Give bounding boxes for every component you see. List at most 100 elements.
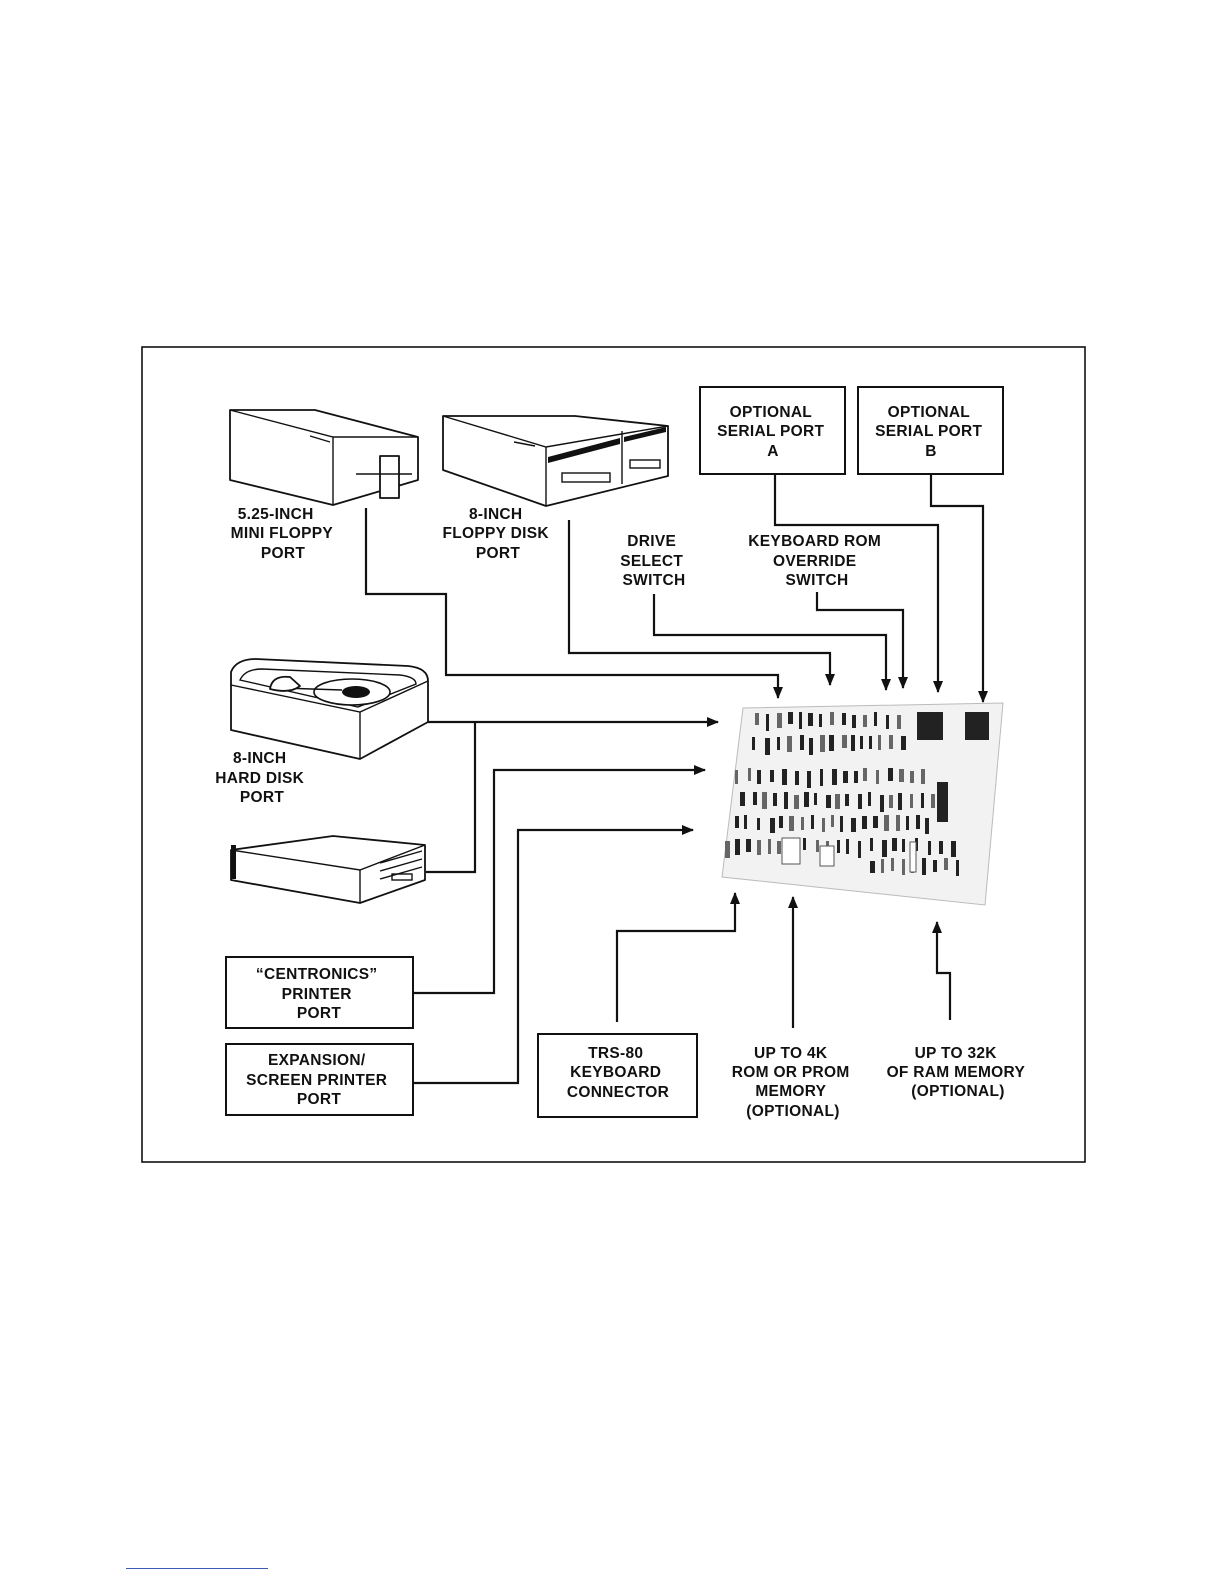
- board-chip: [800, 735, 804, 750]
- board-chip: [842, 735, 847, 748]
- board-chip: [779, 816, 783, 828]
- board-chip: [766, 714, 769, 731]
- board-chip: [740, 792, 745, 806]
- board-chip: [888, 768, 893, 781]
- board-chip: [831, 815, 834, 827]
- board-chip: [777, 737, 780, 750]
- drive-select-label: DRIVE SELECT SWITCH: [620, 533, 688, 589]
- board-chip: [882, 840, 887, 857]
- board-chip: [922, 858, 926, 875]
- board-chip: [757, 818, 760, 830]
- serial-port-a-box: [699, 386, 846, 475]
- board-chip: [757, 770, 761, 784]
- board-chip: [928, 841, 931, 855]
- board-chip: [892, 838, 897, 851]
- board-chip: [842, 713, 846, 725]
- serial-port-b-label: OPTIONAL SERIAL PORT B: [875, 404, 987, 460]
- board-chip: [832, 769, 837, 785]
- board-chip: [782, 769, 787, 785]
- board-chip: [851, 818, 856, 832]
- board-chip: [735, 816, 739, 828]
- board-socket: [781, 837, 801, 865]
- board-chip: [735, 839, 740, 855]
- board-chip: [814, 793, 817, 805]
- board-chip: [799, 712, 802, 729]
- board-chip: [889, 735, 893, 749]
- board-chip: [770, 818, 775, 833]
- eight-inch-floppy-drive-icon: [442, 415, 669, 507]
- board-chip: [916, 815, 920, 829]
- board-chip: [837, 840, 840, 853]
- hard-disk-label: 8-INCH HARD DISK PORT: [215, 750, 308, 806]
- board-chip: [843, 771, 848, 783]
- board-chip: [852, 715, 856, 728]
- board-chip: [840, 816, 843, 832]
- board-chip: [862, 816, 867, 829]
- board-chip: [735, 770, 738, 784]
- hard-disk-enclosure-icon: [230, 835, 426, 904]
- board-chip: [803, 838, 806, 850]
- board-chip: [851, 735, 855, 751]
- diagram-frame: [141, 346, 1086, 1163]
- footer-underline: [126, 1568, 268, 1569]
- board-chip: [876, 770, 879, 784]
- keyboard-rom-label: KEYBOARD ROM OVERRIDE SWITCH: [748, 533, 885, 589]
- rom-memory-label: UP TO 4K ROM OR PROM MEMORY (OPTIONAL): [732, 1045, 854, 1120]
- keyboard-connector-box: [537, 1033, 698, 1118]
- board-chip: [863, 715, 867, 727]
- board-chip: [868, 792, 871, 806]
- board-chip: [826, 795, 831, 808]
- board-chip: [845, 794, 849, 806]
- board-chip: [874, 712, 877, 726]
- board-chip: [835, 794, 840, 809]
- board-chip: [822, 818, 825, 832]
- board-chip: [881, 859, 884, 873]
- board-chip: [931, 794, 935, 808]
- board-chip: [869, 736, 872, 749]
- board-chip: [748, 768, 751, 781]
- board-chip: [829, 735, 834, 751]
- board-chip: [770, 770, 774, 782]
- board-chip: [889, 795, 893, 808]
- keyboard-connector-label: TRS-80 KEYBOARD CONNECTOR: [567, 1045, 669, 1101]
- board-chip: [902, 839, 905, 852]
- board-chip: [819, 714, 822, 727]
- mini-floppy-drive-icon: [229, 409, 419, 506]
- board-chip: [752, 737, 755, 750]
- board-chip: [744, 815, 747, 829]
- board-chip: [910, 771, 914, 783]
- board-chip: [794, 795, 799, 809]
- board-chip: [870, 838, 873, 851]
- board-chip: [910, 794, 913, 808]
- board-chip: [896, 815, 900, 831]
- board-chip: [921, 769, 925, 784]
- board-chip: [898, 793, 902, 810]
- board-chip: [789, 816, 794, 831]
- expansion-printer-box: [225, 1043, 414, 1116]
- board-chip: [901, 736, 906, 750]
- board-chip: [755, 713, 759, 725]
- board-chip: [846, 839, 849, 854]
- board-chip: [921, 793, 924, 808]
- board-chip: [807, 771, 811, 788]
- board-chip: [757, 840, 761, 855]
- board-chip: [858, 841, 861, 858]
- connector-lines: [364, 474, 988, 1085]
- board-socket: [819, 845, 835, 867]
- board-chip: [880, 795, 884, 812]
- board-chip: [870, 861, 875, 873]
- board-chip: [939, 841, 943, 854]
- board-chip: [820, 735, 825, 752]
- mini-floppy-label: 5.25-INCH MINI FLOPPY PORT: [231, 506, 338, 562]
- board-chip: [854, 771, 858, 783]
- board-chip: [820, 769, 823, 786]
- board-chip: [944, 858, 948, 870]
- board-chip: [784, 792, 788, 809]
- board-chip: [746, 839, 751, 852]
- centronics-printer-label: “CENTRONICS” PRINTER PORT: [256, 966, 382, 1022]
- board-chip: [891, 858, 894, 871]
- centronics-printer-box: [225, 956, 414, 1029]
- ram-memory-label: UP TO 32K OF RAM MEMORY (OPTIONAL): [887, 1045, 1030, 1100]
- circuit-board-image: [721, 702, 1004, 906]
